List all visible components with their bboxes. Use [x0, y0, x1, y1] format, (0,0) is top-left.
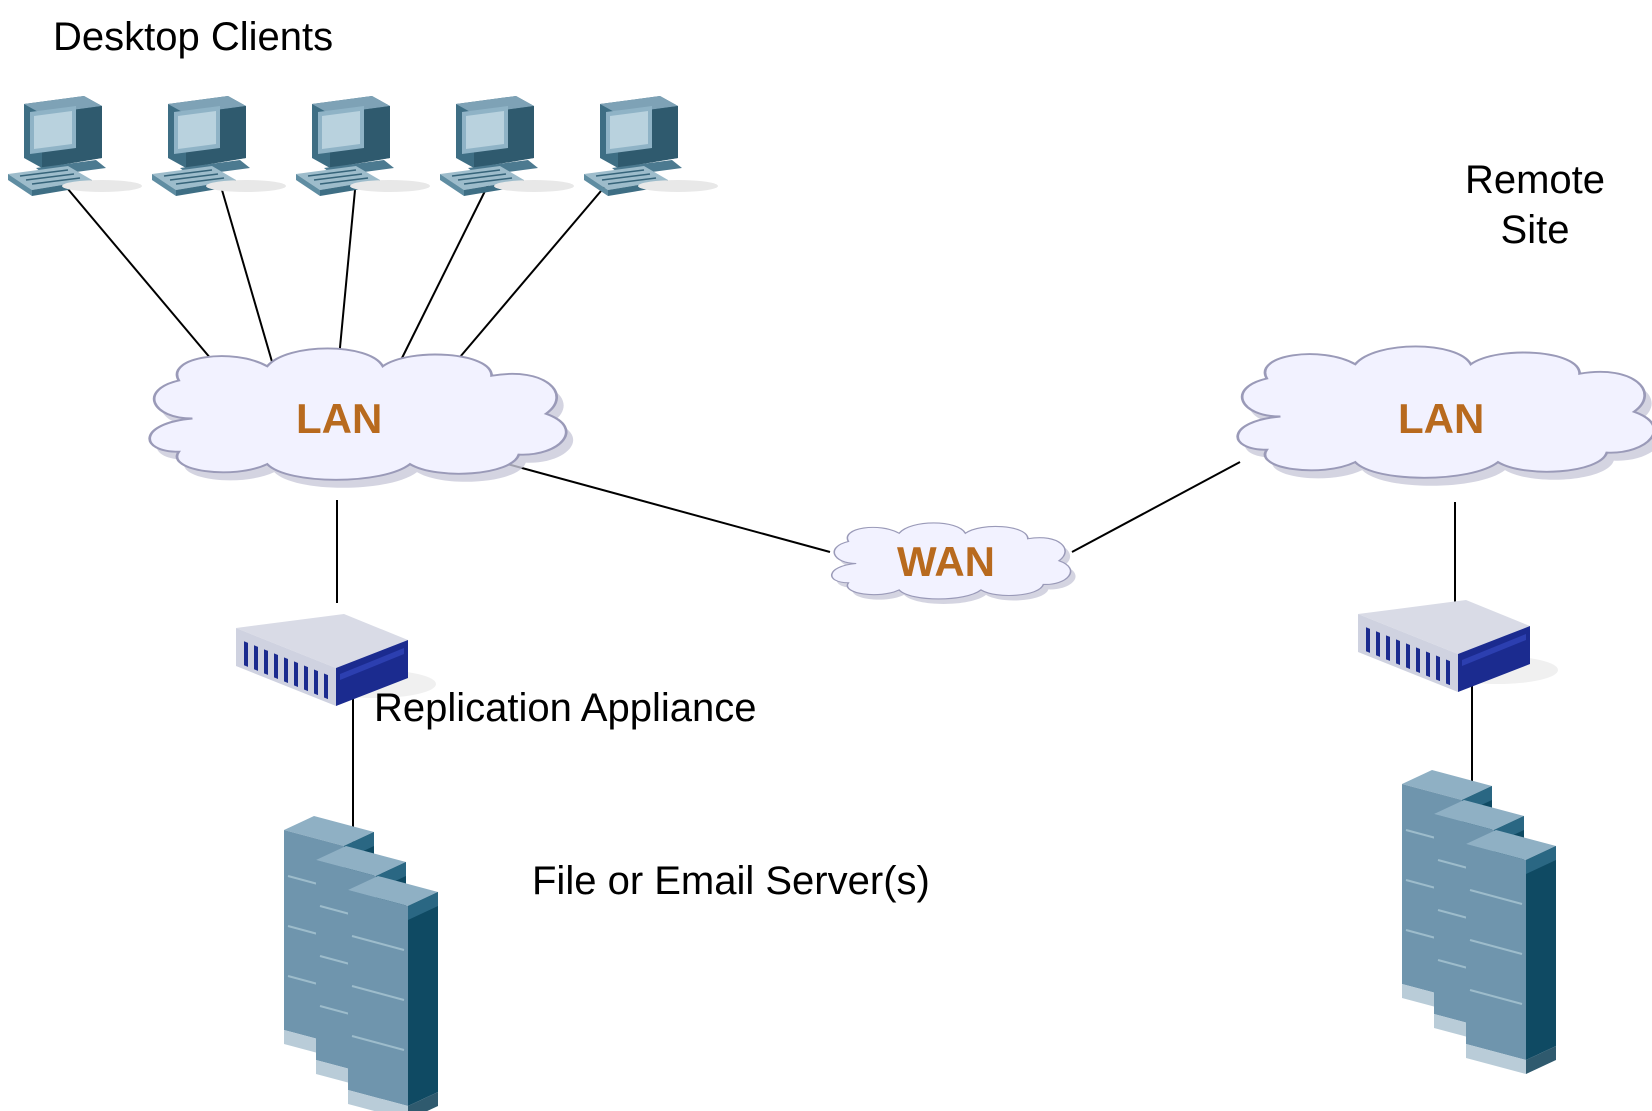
desktop-computer-icon	[7, 95, 143, 197]
link-desktop4-lan	[401, 184, 489, 359]
desktop-computer-icon	[439, 95, 575, 197]
desktop-clients-group	[7, 95, 719, 197]
server-tower-icon	[1402, 770, 1556, 1074]
replication-appliance-label: Replication Appliance	[374, 686, 757, 730]
link-desktop5-lan	[459, 177, 613, 358]
link-wan-remote-lan	[1071, 461, 1241, 553]
wan-label: WAN	[897, 538, 995, 585]
desktop-computer-icon	[583, 95, 719, 197]
link-desktop1-lan	[61, 181, 223, 373]
link-desktop3-lan	[338, 189, 356, 359]
remote-site-line2: Site	[1500, 208, 1570, 252]
lan-remote-label: LAN	[1398, 395, 1485, 442]
remote-site-line1: Remote	[1464, 158, 1606, 202]
file-email-servers-label: File or Email Server(s)	[532, 859, 930, 903]
desktop-clients-label: Desktop Clients	[53, 15, 334, 59]
connection-lines	[61, 177, 1473, 846]
lan-local-label: LAN	[296, 395, 383, 442]
desktop-computer-icon	[151, 95, 287, 197]
link-desktop2-lan	[221, 189, 276, 373]
desktop-computer-icon	[295, 95, 431, 197]
remote-site-label: Remote Site	[1440, 155, 1630, 255]
rack-appliance-icon	[1358, 600, 1558, 692]
link-lan-wan	[499, 461, 831, 553]
server-tower-icon	[284, 816, 438, 1111]
